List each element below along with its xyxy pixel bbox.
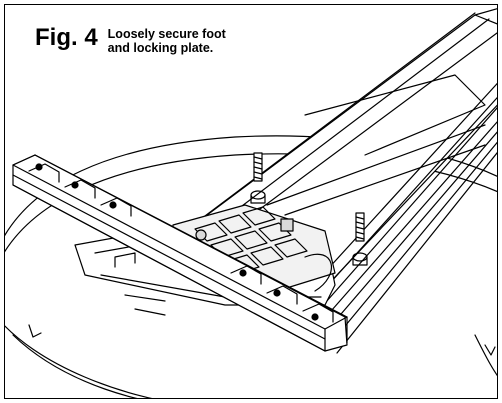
screw-1	[250, 152, 266, 204]
screw-2	[352, 212, 368, 266]
figure-instruction: Loosely secure foot and locking plate.	[108, 25, 226, 55]
foot-bar	[12, 154, 348, 352]
figure-label: Fig. 4	[35, 24, 98, 51]
caption-line-1: Loosely secure foot	[107, 27, 226, 41]
assembly-illustration	[5, 8, 497, 398]
locking-plate	[172, 204, 336, 292]
caption-line-2: and locking plate.	[107, 41, 214, 55]
figure-caption: Fig. 4 Loosely secure foot and locking p…	[31, 23, 232, 59]
figure-frame: Fig. 4 Loosely secure foot and locking p…	[4, 4, 498, 399]
